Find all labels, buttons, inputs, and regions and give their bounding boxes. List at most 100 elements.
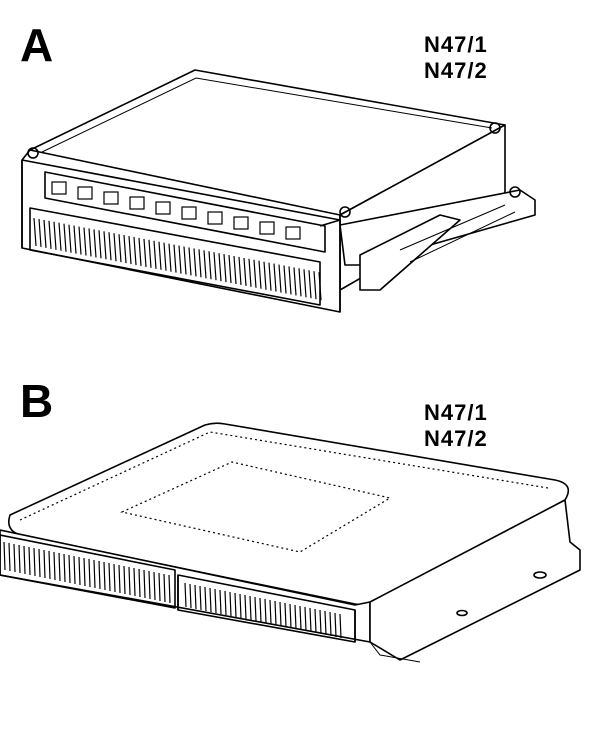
connector-pin	[268, 262, 272, 291]
connector-pin	[123, 565, 126, 595]
connector-pin	[83, 227, 87, 256]
connector-pin	[158, 241, 162, 270]
connector-pin	[293, 267, 297, 296]
connector-pin	[128, 236, 132, 265]
connector-pin	[278, 264, 282, 293]
connector-socket	[155, 201, 171, 215]
connector-pin	[148, 570, 151, 600]
connector-pin	[168, 574, 171, 604]
connector-socket	[77, 186, 93, 200]
connector-pin	[113, 563, 116, 593]
panel-a-code-1: N47/1	[424, 32, 488, 57]
connector-pin	[143, 569, 146, 599]
connector-pin	[98, 230, 102, 259]
connector-pin	[299, 605, 302, 631]
panel-a: A N47/1 N47/2	[0, 0, 608, 360]
control-unit-a-icon	[21, 69, 536, 313]
connector-pin	[153, 240, 157, 269]
connector-pin	[63, 553, 66, 583]
connector-pin	[53, 221, 57, 250]
panel-b-letter: B	[20, 375, 54, 427]
connector-pin	[33, 217, 37, 247]
connector-pin	[279, 601, 282, 627]
connector-pin	[303, 269, 307, 298]
connector-pin	[68, 554, 71, 584]
connector-socket	[233, 216, 249, 230]
connector-pin	[43, 219, 47, 248]
connector-pin	[93, 559, 96, 589]
panel-b: B N47/1 N47/2	[0, 370, 608, 748]
connector-pin	[163, 573, 166, 603]
connector-pin	[224, 590, 227, 616]
connector-pin	[173, 244, 177, 273]
panel-a-codes: N47/1 N47/2	[424, 32, 488, 84]
connector-pin	[133, 236, 137, 266]
connector-pin	[239, 593, 242, 619]
connector-pin	[28, 546, 31, 576]
connector-pin	[143, 238, 147, 267]
connector-pin	[334, 612, 337, 638]
connector-pin	[259, 597, 262, 623]
connector-pin	[83, 557, 86, 587]
connector-pin	[78, 556, 81, 586]
connector-socket	[207, 211, 223, 225]
connector-pin	[233, 255, 237, 285]
connector-pin	[314, 608, 317, 634]
connector-pin	[214, 588, 217, 614]
connector-pin	[198, 249, 202, 278]
connector-pin	[244, 594, 247, 620]
connector-pin	[289, 603, 292, 629]
connector-pin	[103, 231, 107, 260]
connector-pin	[88, 228, 92, 257]
connector-pin	[254, 596, 257, 622]
connector-pin	[133, 567, 136, 597]
connector-pin	[294, 604, 297, 630]
connector-pin	[284, 602, 287, 628]
connector-pin	[48, 220, 52, 249]
connector-pin	[223, 254, 227, 283]
connector-pin	[238, 256, 242, 285]
connector-pin	[264, 598, 267, 624]
connector-pin	[48, 550, 51, 580]
connector-pin	[78, 226, 82, 255]
connector-pin	[329, 611, 332, 637]
connector-pin	[199, 585, 202, 611]
connector-pin	[243, 257, 247, 286]
connector-pin	[183, 246, 187, 275]
connector-pin	[73, 225, 77, 254]
connector-pin	[98, 560, 101, 590]
panel-b-code-1: N47/1	[424, 400, 488, 425]
connector-pin	[148, 239, 152, 268]
connector-pin	[269, 599, 272, 625]
connector-pin	[108, 562, 111, 592]
connector-pin	[33, 547, 36, 577]
connector-pin	[58, 552, 61, 582]
connector-pin	[3, 541, 6, 571]
connector-socket	[129, 196, 145, 210]
connector-pin	[38, 218, 42, 247]
connector-pin	[274, 600, 277, 626]
connector-pin	[189, 583, 192, 609]
connector-pin	[163, 242, 167, 271]
connector-pin	[309, 607, 312, 633]
connector-pin	[253, 259, 257, 288]
connector-pin	[178, 245, 182, 274]
connector-pin	[319, 609, 322, 635]
connector-pin	[313, 271, 317, 300]
connector-pin	[123, 235, 127, 264]
panel-a-code-2: N47/2	[424, 58, 488, 83]
connector-pin	[158, 572, 161, 602]
connector-socket	[259, 221, 275, 235]
connector-pin	[218, 253, 222, 282]
panel-b-codes: N47/1 N47/2	[424, 400, 488, 452]
connector-pin	[304, 606, 307, 632]
connector-pin	[73, 555, 76, 585]
connector-pin	[103, 561, 106, 591]
connector-pin	[288, 266, 292, 295]
connector-pin	[308, 270, 312, 299]
connector-pin	[8, 542, 11, 572]
connector-pin	[203, 250, 207, 279]
connector-pin	[138, 568, 141, 598]
connector-pin	[128, 566, 131, 596]
connector-pin	[273, 263, 277, 292]
